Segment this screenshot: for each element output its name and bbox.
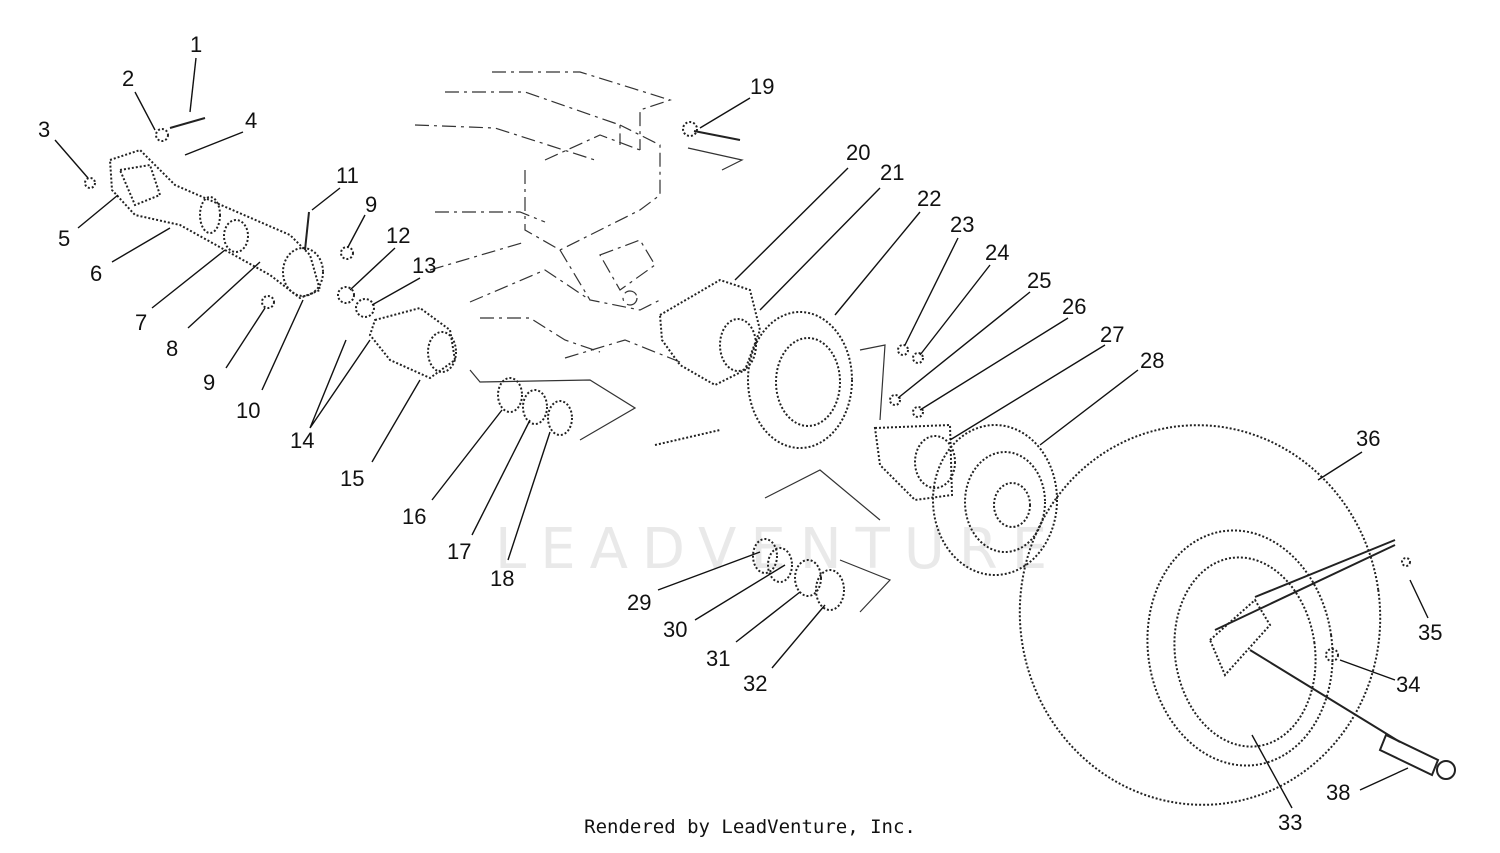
callout-30: 30	[663, 617, 687, 642]
callout-14: 14	[290, 428, 314, 453]
bracket-lines	[469, 147, 892, 613]
chassis-frame	[414, 71, 681, 363]
callout-2: 2	[122, 66, 134, 91]
callout-6: 6	[90, 261, 102, 286]
hub-drum	[873, 423, 1058, 576]
callout-36: 36	[1356, 426, 1380, 451]
callout-26: 26	[1062, 294, 1086, 319]
callout-24: 24	[985, 240, 1009, 265]
watermark-text: LEADVENTURE	[495, 517, 1061, 582]
callout-labels: 1 2 3 4 5 6 7 8 9 9 10 11 12 13 14 15 16…	[38, 32, 1442, 835]
callout-31: 31	[706, 646, 730, 671]
leader-lines	[54, 57, 1429, 809]
callout-17: 17	[447, 539, 471, 564]
callout-27: 27	[1100, 322, 1124, 347]
bearing-stack-29-32	[752, 538, 845, 611]
callout-32: 32	[743, 671, 767, 696]
brake-assembly	[654, 121, 924, 449]
wheel-tire	[1018, 424, 1456, 806]
callout-22: 22	[917, 186, 941, 211]
callout-11: 11	[336, 163, 359, 188]
callout-19: 19	[750, 74, 774, 99]
callout-13: 13	[412, 253, 436, 278]
callout-12: 12	[386, 223, 410, 248]
callout-16: 16	[402, 504, 426, 529]
callout-7: 7	[135, 310, 147, 335]
callout-33: 33	[1278, 810, 1302, 835]
callout-28: 28	[1140, 348, 1164, 373]
callout-15: 15	[340, 466, 364, 491]
callout-18: 18	[490, 566, 514, 591]
axle-assembly	[84, 117, 457, 380]
callout-20: 20	[846, 140, 870, 165]
callout-5: 5	[58, 226, 70, 251]
callout-10: 10	[236, 398, 260, 423]
callout-34: 34	[1396, 672, 1420, 697]
callout-8: 8	[166, 336, 178, 361]
callout-29: 29	[627, 590, 651, 615]
callout-21: 21	[880, 160, 904, 185]
callout-3: 3	[38, 117, 50, 142]
footer-credit: Rendered by LeadVenture, Inc.	[584, 816, 916, 838]
callout-1: 1	[190, 32, 202, 57]
callout-23: 23	[950, 212, 974, 237]
watermark: LEADVENTURE	[495, 517, 1061, 582]
callout-35: 35	[1418, 620, 1442, 645]
bearing-stack-16-18	[497, 377, 573, 436]
callout-4: 4	[245, 108, 257, 133]
callout-9-lower: 9	[203, 370, 215, 395]
callout-25: 25	[1027, 268, 1051, 293]
callout-9-upper: 9	[365, 192, 377, 217]
callout-38: 38	[1326, 780, 1350, 805]
